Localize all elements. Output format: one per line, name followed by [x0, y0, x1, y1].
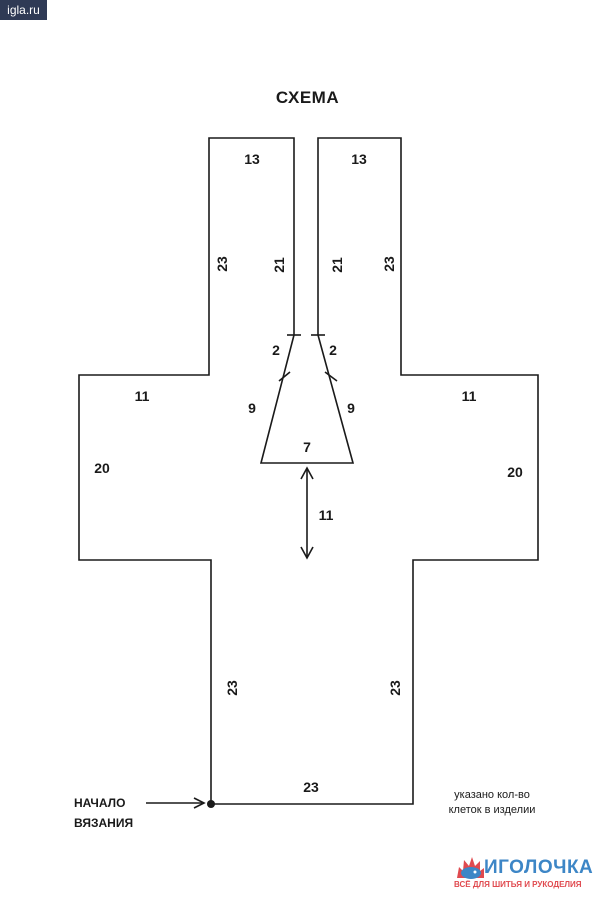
dim-neck-bottom: 7	[303, 439, 311, 455]
dim-right-strap-inner: 21	[329, 257, 345, 273]
page-title: СХЕМА	[275, 88, 340, 107]
logo-slogan: ВСЁ ДЛЯ ШИТЬЯ И РУКОДЕЛИЯ	[454, 880, 582, 889]
start-point	[207, 800, 215, 808]
dim-right-sleeve-side: 20	[507, 464, 523, 480]
note-line1: указано кол-во	[454, 789, 530, 801]
dim-center-depth: 11	[319, 507, 334, 523]
dim-left-strap-inner: 21	[271, 257, 287, 273]
tick-left-mid	[278, 371, 291, 382]
brand-logo[interactable]: ИГОЛОЧКА ВСЁ ДЛЯ ШИТЬЯ И РУКОДЕЛИЯ	[450, 852, 610, 896]
legend-note: указано кол-во клеток в изделии	[432, 788, 552, 818]
dim-left-strap-top: 13	[244, 151, 260, 167]
start-label-line1: НАЧАЛО	[74, 796, 126, 810]
hedgehog-icon	[457, 857, 484, 879]
tick-right-mid	[324, 371, 338, 382]
note-line2: клеток в изделии	[448, 804, 536, 816]
logo-wordmark: ИГОЛОЧКА	[484, 857, 594, 878]
outline-left	[78, 137, 539, 805]
neckline	[259, 334, 355, 464]
dim-left-neck-slope: 9	[248, 400, 256, 416]
dim-body-left: 23	[224, 680, 240, 696]
dim-right-strap-outer: 23	[381, 256, 397, 272]
start-arrow-head	[193, 797, 206, 809]
dim-left-neck-short: 2	[272, 342, 280, 358]
dim-left-sleeve-side: 20	[94, 460, 110, 476]
dim-left-sleeve-top: 11	[135, 388, 150, 404]
depth-arrow-head-top	[300, 466, 314, 480]
dim-left-strap-outer: 23	[214, 256, 230, 272]
dim-right-neck-slope: 9	[347, 400, 355, 416]
dim-body-bottom: 23	[303, 779, 319, 795]
dim-right-strap-top: 13	[351, 151, 367, 167]
start-label-line2: ВЯЗАНИЯ	[74, 816, 134, 830]
depth-arrow-head-bottom	[300, 546, 314, 560]
dim-right-sleeve-top: 11	[462, 388, 477, 404]
dim-right-neck-short: 2	[329, 342, 337, 358]
site-badge[interactable]: igla.ru	[0, 0, 47, 20]
dim-body-right: 23	[387, 680, 403, 696]
